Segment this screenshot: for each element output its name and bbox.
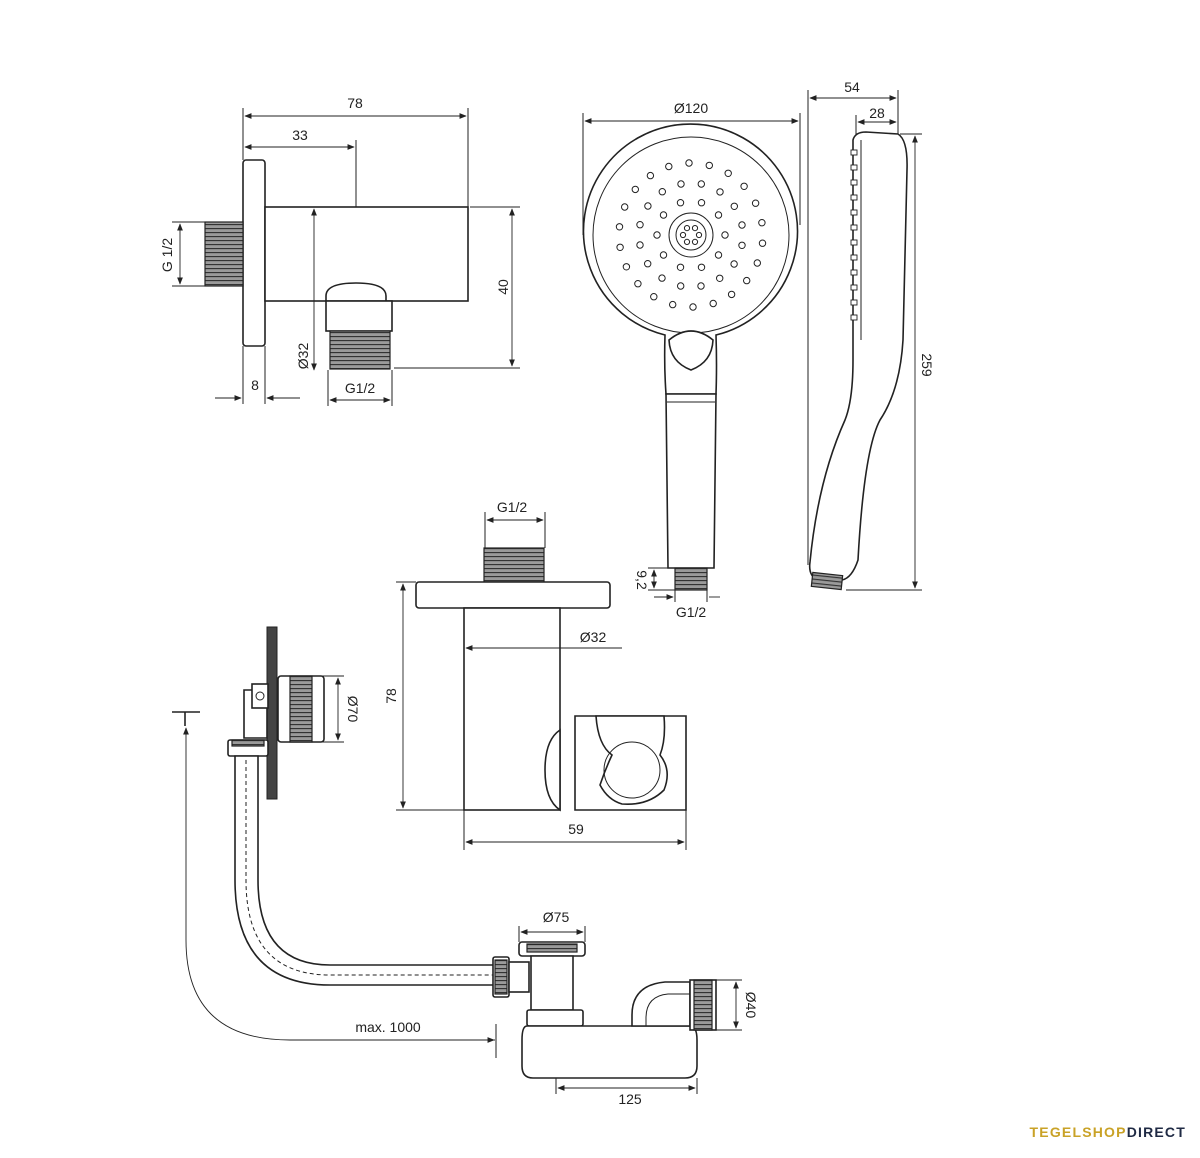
- elbow-plate-label: 8: [251, 377, 259, 393]
- nozzle: [740, 182, 748, 191]
- elbow-offset-label: 33: [292, 127, 308, 143]
- nozzle: [730, 260, 738, 268]
- nozzle: [677, 282, 685, 290]
- side-nozzle: [850, 194, 858, 201]
- nozzle: [743, 276, 751, 285]
- side-nozzle: [850, 254, 858, 261]
- holder-width-label: 59: [568, 821, 584, 837]
- nozzle: [697, 263, 706, 271]
- nozzle: [646, 171, 655, 180]
- nozzle: [644, 260, 652, 268]
- nozzle: [676, 263, 685, 271]
- nozzle: [716, 274, 724, 282]
- nozzle: [714, 211, 723, 219]
- nozzle: [705, 161, 713, 170]
- nozzle: [659, 251, 668, 259]
- center-nozzle: [691, 225, 699, 232]
- nozzle: [730, 202, 738, 211]
- nozzle: [676, 199, 685, 207]
- nozzle: [621, 203, 629, 211]
- bath-waste-view: Ø70 Ø40 Ø75 1: [172, 626, 759, 1107]
- wall-holder-view: G1/2 Ø32 78 59: [383, 499, 687, 850]
- nozzle: [615, 223, 624, 231]
- nozzle: [634, 280, 642, 288]
- nozzle: [727, 290, 736, 299]
- nozzle: [751, 199, 760, 207]
- handshower-front-view: Ø120 9,2 G1/2: [582, 100, 801, 620]
- holder-height-label: 78: [383, 688, 399, 704]
- nozzle: [697, 180, 705, 188]
- nozzle: [636, 221, 644, 229]
- side-depth-label: 54: [844, 79, 860, 95]
- nozzle: [689, 303, 697, 311]
- elbow-width-label: 78: [347, 95, 363, 111]
- plug-diameter-label: Ø75: [543, 909, 570, 925]
- nozzle: [738, 221, 746, 229]
- side-nozzle: [850, 224, 858, 231]
- side-nozzle: [850, 269, 858, 276]
- side-nozzle: [850, 164, 858, 171]
- side-nozzle: [850, 284, 858, 291]
- side-nozzle: [850, 149, 858, 156]
- nozzle: [653, 231, 661, 239]
- nozzle: [721, 231, 729, 239]
- holder-thread-label: G1/2: [497, 499, 528, 515]
- center-nozzle: [679, 231, 687, 239]
- brand-part2: DIRECT: [1126, 1124, 1186, 1140]
- side-nozzle: [850, 209, 858, 216]
- nozzle: [665, 162, 673, 171]
- side-nozzle: [850, 314, 858, 321]
- nozzle: [677, 180, 685, 188]
- elbow-diameter-label: Ø32: [295, 343, 311, 370]
- nozzle: [616, 243, 624, 252]
- nozzle: [658, 274, 666, 282]
- center-nozzle: [695, 231, 703, 239]
- elbow-thread-label: G 1/2: [159, 238, 175, 272]
- side-nozzle: [850, 179, 858, 186]
- holder-diameter-label: Ø32: [580, 629, 607, 645]
- wall-elbow-view: 78 33 G 1/2 40 Ø32 G1/2: [159, 95, 520, 406]
- side-nozzle: [850, 299, 858, 306]
- center-nozzle: [691, 238, 699, 245]
- nozzle: [753, 259, 761, 267]
- outlet-diameter-label: Ø40: [743, 992, 759, 1019]
- nozzle: [669, 300, 677, 309]
- nozzle: [685, 159, 693, 167]
- nozzle: [709, 299, 717, 308]
- spray-nozzles: [615, 159, 767, 311]
- nozzle: [714, 251, 723, 259]
- side-handle-label: 28: [869, 105, 885, 121]
- center-nozzle: [683, 238, 691, 245]
- pipe-length-label: max. 1000: [355, 1019, 421, 1035]
- nozzle: [659, 211, 668, 219]
- nozzle: [622, 263, 631, 271]
- handle-thread-length-label: 9,2: [634, 570, 650, 590]
- handshower-length-label: 259: [919, 353, 935, 377]
- brand-part1: TEGELSHOP: [1029, 1124, 1127, 1140]
- elbow-outlet-thread-label: G1/2: [345, 380, 376, 396]
- brand-logo: TEGELSHOPDIRECT: [1030, 1124, 1186, 1140]
- nozzle: [631, 185, 639, 194]
- nozzle: [650, 293, 658, 301]
- nozzle: [697, 199, 706, 207]
- nozzle: [738, 241, 746, 250]
- nozzle: [697, 282, 705, 290]
- handle-thread-label: G1/2: [676, 604, 707, 620]
- nozzle: [658, 188, 666, 196]
- nozzle: [758, 219, 766, 227]
- elbow-height-label: 40: [495, 279, 511, 295]
- handshower-side-view: 54 28 259: [807, 79, 935, 591]
- head-diameter-label: Ø120: [674, 100, 708, 116]
- center-nozzle: [683, 225, 691, 232]
- nozzle: [716, 188, 724, 196]
- nozzle: [758, 239, 767, 247]
- trap-length-label: 125: [618, 1091, 642, 1107]
- nozzle: [644, 202, 652, 210]
- overflow-diameter-label: Ø70: [345, 696, 361, 723]
- side-nozzles: [850, 149, 858, 321]
- side-nozzle: [850, 239, 858, 246]
- nozzle: [636, 241, 644, 249]
- nozzle: [724, 169, 732, 178]
